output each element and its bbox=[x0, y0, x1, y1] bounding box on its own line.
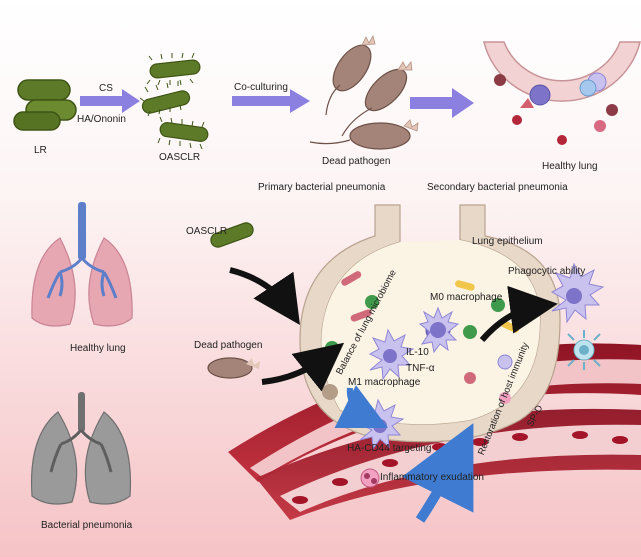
oasclr-entry-arrow bbox=[229, 267, 300, 325]
ha-cd44-arrow bbox=[334, 385, 389, 429]
il10-label: IL-10 bbox=[406, 347, 429, 358]
restoration-arrow bbox=[401, 423, 474, 523]
macrophage-icon bbox=[418, 306, 460, 354]
process-arrow-2 bbox=[232, 89, 310, 113]
phagocytic-macrophage-1 bbox=[550, 262, 605, 324]
oasclr-icon bbox=[141, 59, 209, 142]
oasclr-label: OASCLR bbox=[159, 152, 201, 163]
lr-label: LR bbox=[34, 145, 47, 156]
inflammatory-label: Inflammatory exudation bbox=[380, 472, 484, 483]
ha-ononin-label: HA/Ononin bbox=[77, 114, 126, 125]
process-arrow-1 bbox=[80, 89, 140, 113]
co-culturing-label: Co-culturing bbox=[234, 82, 288, 93]
healthy-lung-icon bbox=[31, 202, 133, 327]
healthy-lung-top-label: Healthy lung bbox=[542, 161, 598, 172]
healthy-lung-label: Healthy lung bbox=[70, 343, 126, 354]
pathogen-entry-arrow bbox=[261, 342, 345, 392]
tnf-label: TNF-α bbox=[406, 363, 435, 374]
phagocytic-macrophage-2 bbox=[567, 330, 601, 370]
process-arrow-3 bbox=[410, 88, 474, 118]
alveolus-icon bbox=[483, 41, 641, 145]
lr-bacteria-icon bbox=[13, 79, 77, 131]
oasclr-alveolus-label: OASCLR bbox=[186, 226, 228, 237]
diseased-lung-icon bbox=[30, 392, 132, 505]
dead-pathogen-small-icon bbox=[207, 357, 260, 379]
dead-pathogen-label: Dead pathogen bbox=[322, 156, 391, 167]
phagocytic-arrow bbox=[479, 285, 558, 342]
cs-label: CS bbox=[99, 83, 113, 94]
m1-macrophage-cell bbox=[368, 328, 415, 381]
phagocytic-label: Phagocytic ability bbox=[508, 266, 586, 277]
pathogen-icon bbox=[332, 44, 411, 150]
bacterial-pneumonia-label: Bacterial pneumonia bbox=[41, 520, 133, 531]
m1-label: M1 macrophage bbox=[348, 377, 421, 388]
ha-cd44-label: HA-CD44 targeting bbox=[347, 443, 432, 454]
dead-pathogen-alveolus-label: Dead pathogen bbox=[194, 340, 263, 351]
oasclr-small-icon bbox=[210, 222, 254, 248]
lung-epithelium-label: Lung epithelium bbox=[472, 236, 543, 247]
secondary-title: Secondary bacterial pneumonia bbox=[427, 182, 568, 193]
primary-title: Primary bacterial pneumonia bbox=[258, 182, 386, 193]
m0-label: M0 macrophage bbox=[430, 292, 503, 303]
inflammatory-cell bbox=[360, 468, 380, 488]
